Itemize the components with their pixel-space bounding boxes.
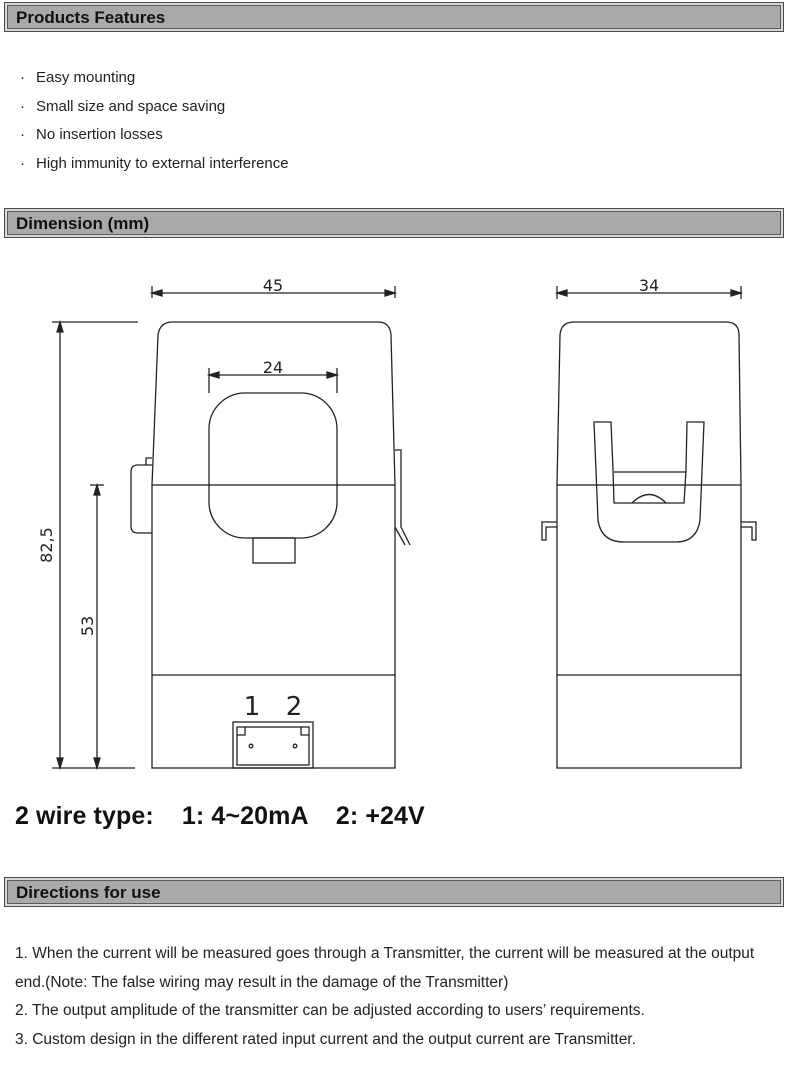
features-section-header: Products Features [4,2,784,32]
hole-width-label: 24 [263,358,283,377]
terminal-2-label: 2 [286,692,303,722]
side-clip-right [741,521,757,541]
height-body-label: 53 [78,616,97,636]
side-housing [556,321,742,486]
terminal-1-label: 1 [244,692,261,722]
feature-item: · High immunity to external interference [20,152,289,181]
left-clip [130,464,152,534]
window-lug [252,537,296,564]
terminal-pin [292,743,298,749]
terminal-block [232,721,314,769]
bullet-icon: · [20,69,25,86]
core-window [208,392,338,539]
features-list: · Easy mounting · Small size and space sav… [20,66,289,181]
terminal-notches [237,727,309,736]
left-clip-top [145,457,152,465]
features-section-title: Products Features [16,8,166,27]
direction-item: 1. When the current will be measured goe… [15,945,755,991]
direction-item: 2. The output amplitude of the transmitt… [15,1002,645,1020]
arrow-icon [554,289,744,297]
arrow-icon [93,482,101,771]
bullet-icon: · [20,97,25,115]
feature-item: · No insertion losses [20,123,289,152]
arrow-icon [206,371,340,379]
front-view: 45 24 1 2 82,5 [37,276,411,771]
side-view: 34 [541,276,757,769]
directions-section-header: Directions for use [4,877,784,907]
side-body [556,484,742,769]
feature-text: Small size and space saving [36,97,226,115]
ring-housing [151,321,396,486]
right-lever [395,449,411,546]
feature-text: High immunity to external interference [36,155,289,173]
wire-type-heading: 2 wire type: 1: 4~20mA 2: +24V [15,802,425,830]
front-body [151,484,396,769]
side-clip-left [541,521,557,541]
terminal-socket [236,726,310,766]
arrow-icon [56,319,64,771]
feature-item: · Easy mounting [20,66,289,95]
height-total-label: 82,5 [37,527,56,563]
right-lever-inner [394,526,406,546]
width-side-label: 34 [639,276,659,295]
direction-item: 3. Custom design in the different rated … [15,1030,636,1048]
width-front-label: 45 [263,276,283,295]
bullet-icon: · [20,155,25,173]
bullet-icon: · [20,126,25,144]
slot-arc [631,493,667,504]
feature-text: Easy mounting [36,69,136,86]
feature-item: · Small size and space saving [20,95,289,124]
dimension-section-title: Dimension (mm) [16,214,150,233]
feature-text: No insertion losses [36,126,163,144]
directions-list: 1. When the current will be measured goe… [15,940,785,1054]
arrow-icon [149,289,398,297]
dimension-drawing: 45 24 1 2 82,5 [37,276,757,771]
directions-section-title: Directions for use [16,883,161,902]
side-slot [593,421,705,543]
terminal-pin [248,743,254,749]
dimension-section-header: Dimension (mm) [4,208,784,238]
